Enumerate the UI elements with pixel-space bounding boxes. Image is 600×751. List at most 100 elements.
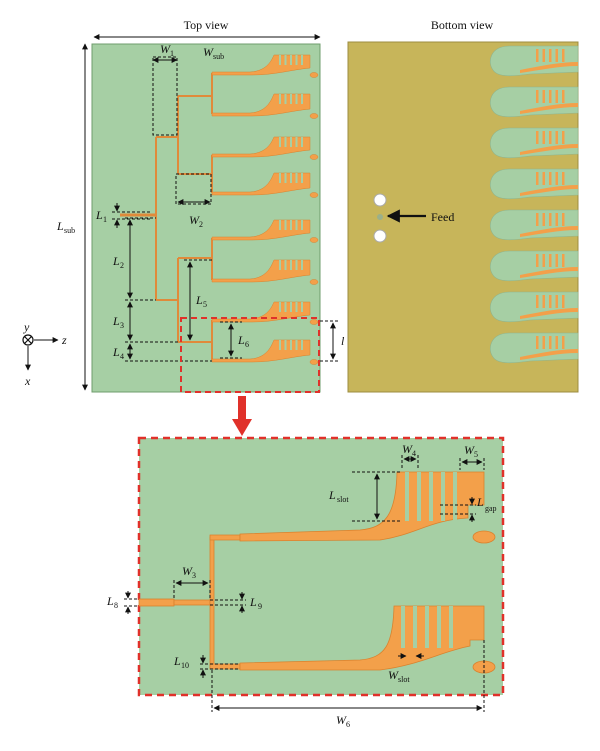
zoom-lower-slot xyxy=(437,606,441,648)
svg-text:L: L xyxy=(112,254,120,268)
svg-text:L: L xyxy=(476,495,484,509)
svg-text:L: L xyxy=(328,488,336,502)
axis-z-label: z xyxy=(61,333,67,347)
top-radiator-element xyxy=(211,136,319,160)
svg-text:W: W xyxy=(160,42,171,56)
svg-text:4: 4 xyxy=(412,449,416,458)
w2-dimension: W 2 xyxy=(175,173,212,229)
bottom-slot-element xyxy=(490,250,579,282)
svg-text:2: 2 xyxy=(199,220,203,229)
bottom-slot-element xyxy=(490,45,579,77)
svg-text:L: L xyxy=(237,333,245,347)
top-radiator-element xyxy=(211,172,319,198)
svg-text:9: 9 xyxy=(258,602,262,611)
zoom-lower-slot xyxy=(413,606,417,648)
svg-text:W: W xyxy=(182,564,193,578)
l6-dimension: L 6 xyxy=(220,321,249,359)
bottom-slot-element xyxy=(490,86,579,118)
svg-text:2: 2 xyxy=(120,261,124,270)
l4-dimension: L 4 xyxy=(112,343,212,362)
svg-text:slot: slot xyxy=(398,675,410,684)
zoom-lower-slots xyxy=(401,606,453,648)
zoom-radiator-lower xyxy=(239,605,485,671)
l1-dimension: L 1 xyxy=(95,203,150,228)
via-hole-top xyxy=(373,193,387,207)
lslot-dimension: L slot xyxy=(328,471,400,522)
svg-text:5: 5 xyxy=(203,300,207,309)
l8-dimension: L 8 xyxy=(106,591,139,614)
w3-dimension: W 3 xyxy=(173,564,211,598)
svg-text:L: L xyxy=(56,219,64,233)
svg-text:sub: sub xyxy=(64,226,75,235)
svg-text:1: 1 xyxy=(103,215,107,224)
zoom-upper-slot xyxy=(453,472,457,521)
svg-text:slot: slot xyxy=(337,495,349,504)
svg-text:W: W xyxy=(336,713,347,727)
w5-dimension: W 5 xyxy=(459,443,485,470)
zoom-upper-slots xyxy=(405,472,457,521)
zoom-connector-stem xyxy=(238,396,246,420)
top-radiator-element xyxy=(211,54,319,78)
svg-text:8: 8 xyxy=(114,601,118,610)
svg-text:3: 3 xyxy=(192,571,196,580)
axis-y-label: y xyxy=(23,320,30,334)
svg-text:6: 6 xyxy=(346,720,350,729)
zoom-upper-slot xyxy=(429,472,433,521)
w4-dimension: W 4 xyxy=(401,442,419,470)
svg-text:W: W xyxy=(203,45,214,59)
zoom-lower-slot xyxy=(425,606,429,648)
l7-dimension: l xyxy=(320,320,345,362)
svg-text:10: 10 xyxy=(181,661,189,670)
svg-text:L: L xyxy=(173,654,181,668)
zoom-connector-head xyxy=(232,419,252,436)
l10-dimension: L 10 xyxy=(173,654,240,678)
bottom-slot-element xyxy=(490,168,579,200)
lsub-label: L sub xyxy=(56,219,75,235)
l9-dimension: L 9 xyxy=(210,592,262,613)
zoom-upper-slot xyxy=(417,472,421,521)
bottom-view-title: Bottom view xyxy=(431,18,494,32)
bottom-slot-element xyxy=(490,332,579,364)
zoom-lower-slot xyxy=(401,606,405,648)
top-view-highlight-box xyxy=(180,317,320,393)
l5-dimension: L 5 xyxy=(184,259,212,341)
svg-text:L: L xyxy=(106,594,114,608)
via-hole-bottom xyxy=(373,229,387,243)
svg-text:gap: gap xyxy=(485,504,497,513)
zoom-parasitic-upper xyxy=(472,530,496,544)
zoom-upper-slot xyxy=(441,472,445,521)
zoom-upper-slot xyxy=(405,472,409,521)
w6-dimension: W 6 xyxy=(211,640,485,729)
bottom-view-slot-array xyxy=(490,45,579,364)
svg-text:6: 6 xyxy=(245,340,249,349)
l3-dimension: L 3 xyxy=(112,301,178,343)
top-view-radiators xyxy=(211,54,319,365)
svg-text:W: W xyxy=(464,443,475,457)
top-radiator-element xyxy=(211,93,319,119)
svg-text:4: 4 xyxy=(120,352,124,361)
svg-text:L: L xyxy=(95,208,103,222)
l2-dimension: L 2 xyxy=(112,217,156,301)
svg-text:W: W xyxy=(189,213,200,227)
svg-text:L: L xyxy=(112,345,120,359)
bottom-slot-element xyxy=(490,127,579,159)
wslot-dimension: W slot xyxy=(388,653,424,684)
svg-text:5: 5 xyxy=(474,450,478,459)
svg-text:L: L xyxy=(195,293,203,307)
axis-x-label: x xyxy=(24,374,31,388)
top-radiator-element xyxy=(211,339,319,365)
w1-label: W 1 xyxy=(160,42,174,58)
feed-point xyxy=(377,214,383,220)
bottom-slot-element xyxy=(490,291,579,323)
wsub-label: W sub xyxy=(203,45,224,61)
svg-text:W: W xyxy=(402,442,413,456)
lgap-dimension: L gap xyxy=(440,495,497,522)
svg-text:sub: sub xyxy=(213,52,224,61)
coordinate-axes: y z x xyxy=(22,320,67,388)
svg-text:L: L xyxy=(112,314,120,328)
bottom-slot-element xyxy=(490,209,579,241)
zoom-feed-lines xyxy=(138,534,241,670)
top-radiator-element xyxy=(211,259,319,285)
zoom-lower-slot xyxy=(449,606,453,648)
